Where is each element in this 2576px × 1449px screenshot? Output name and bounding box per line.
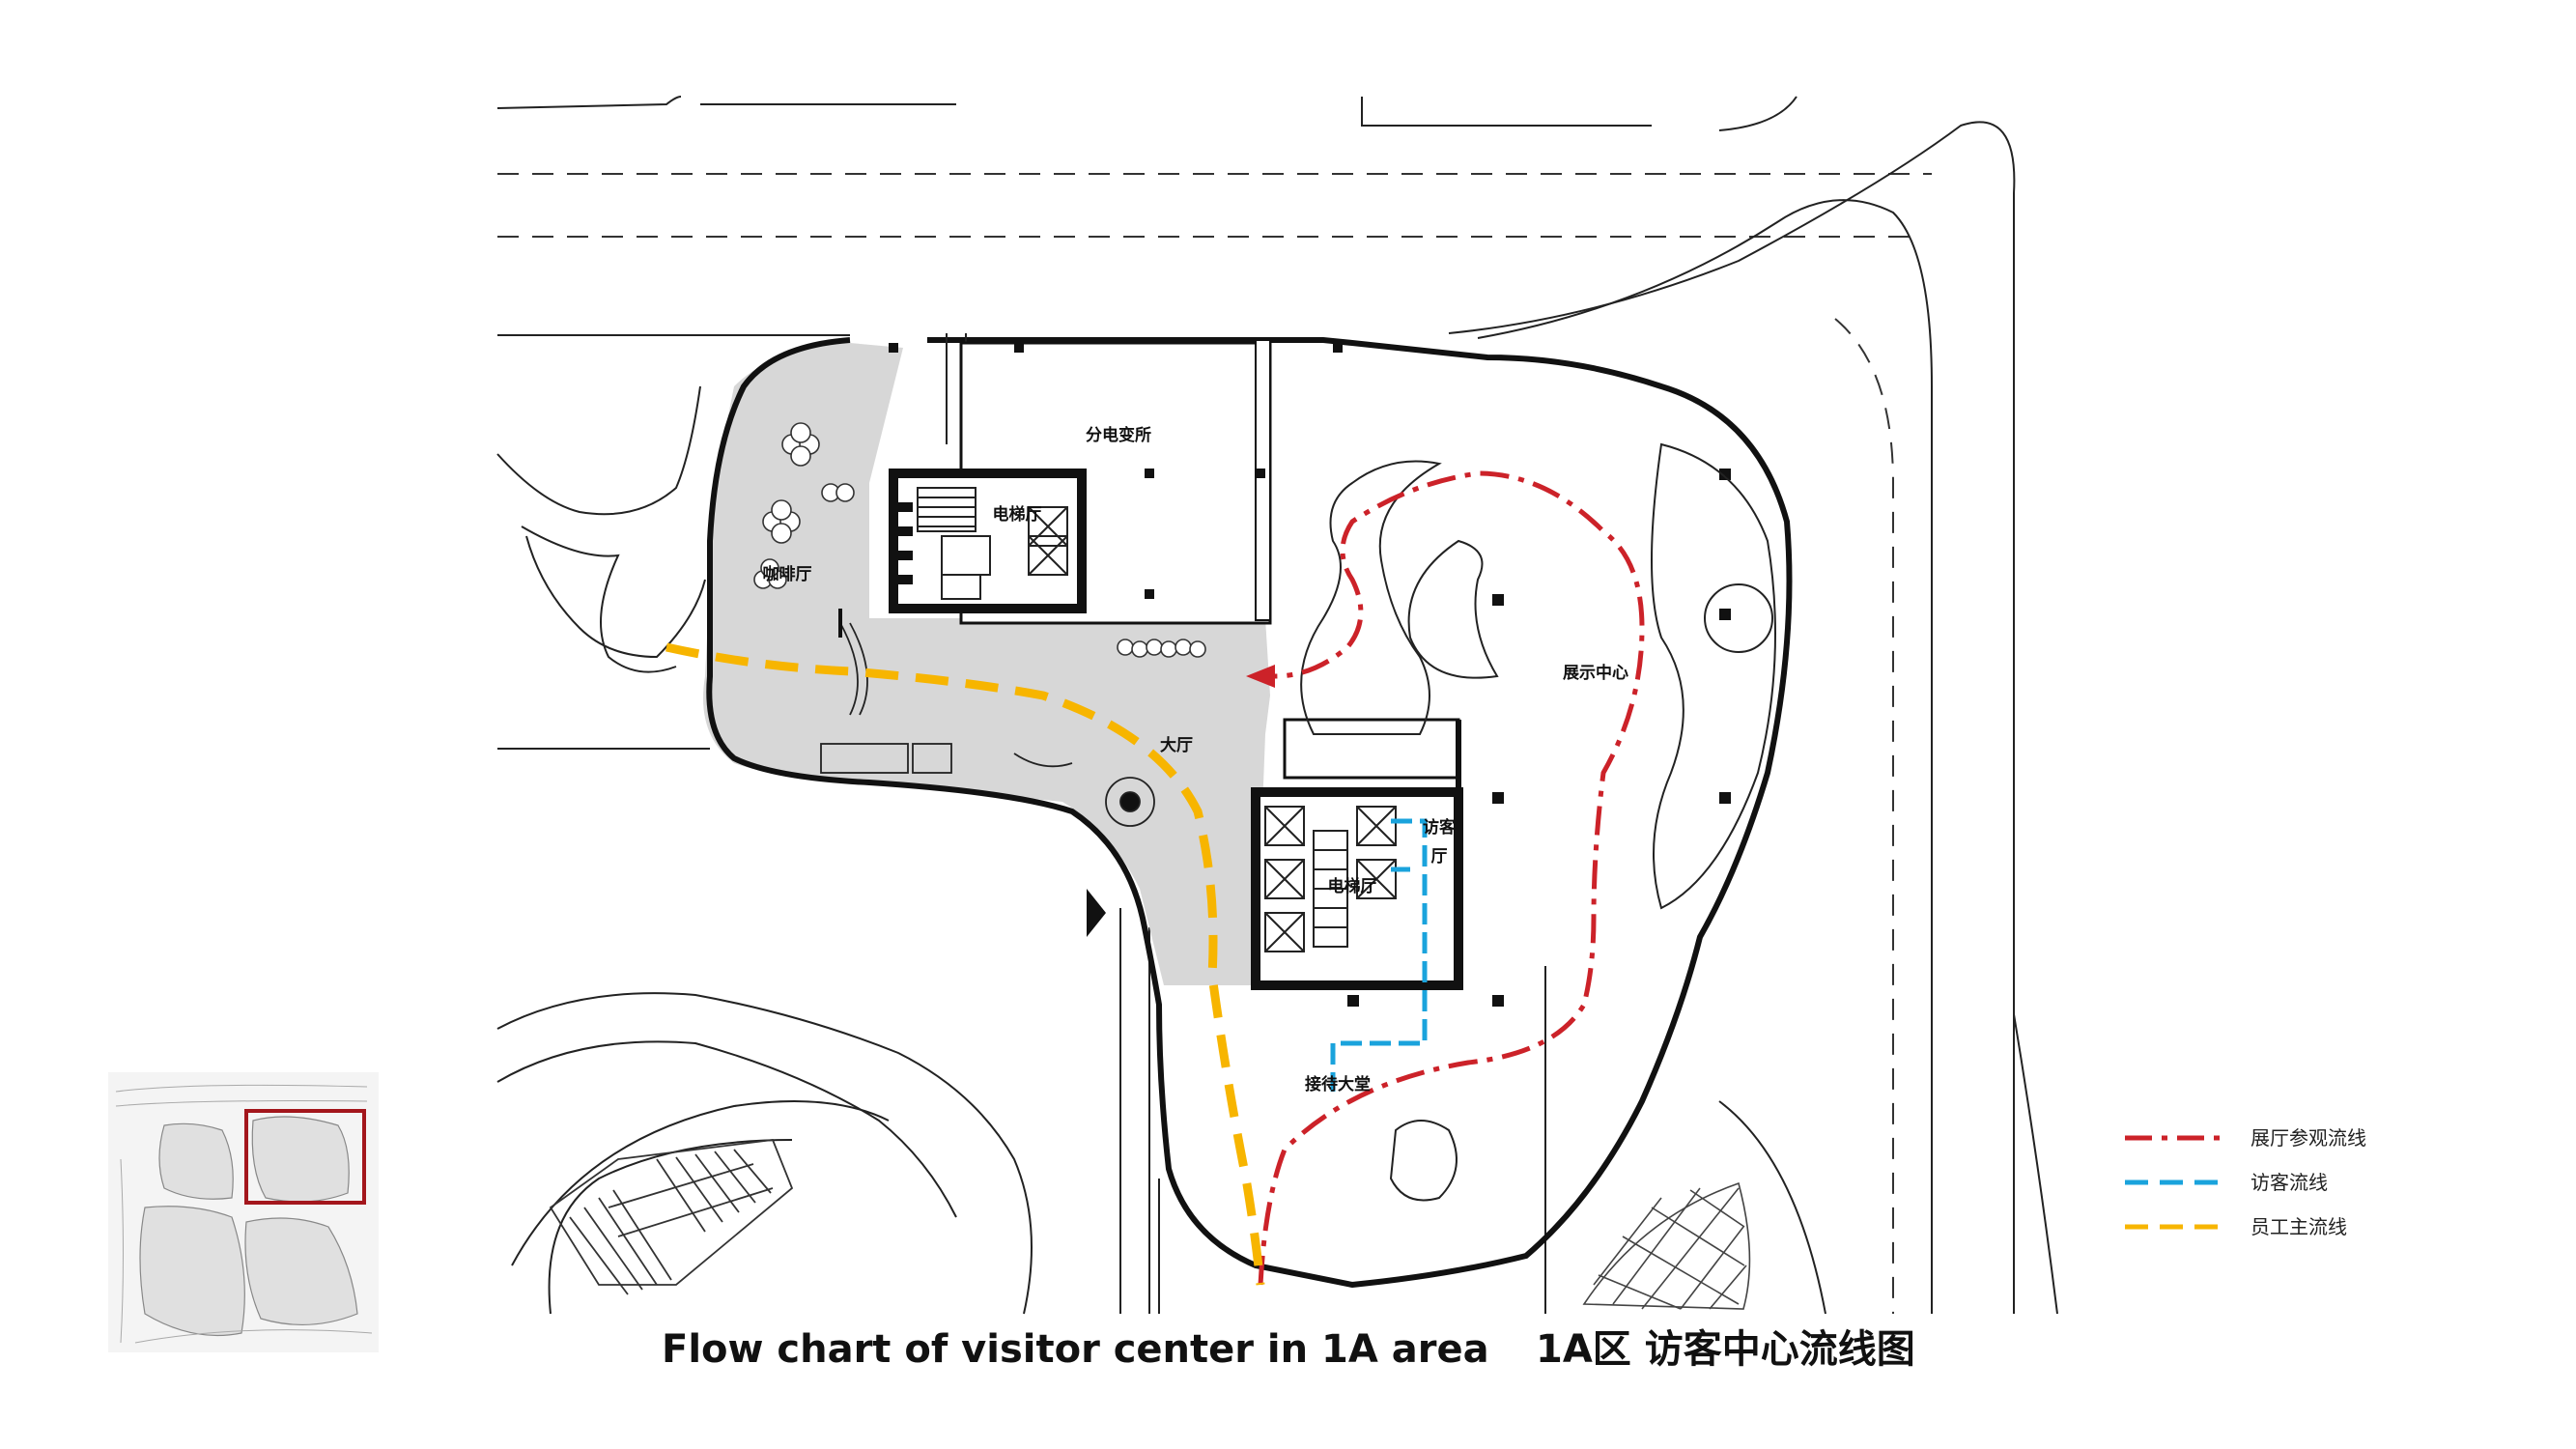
exhibition-furniture [1300, 442, 1776, 1202]
label-elevator-hall-south: 电梯厅 [1328, 876, 1377, 896]
legend: 展厅参观流线 访客流线 员工主流线 [2125, 1126, 2366, 1238]
public-area-fill [703, 343, 1270, 985]
visitor-route [1330, 818, 1428, 1092]
staff-route [665, 642, 1265, 1286]
label-lobby: 大厅 [1160, 735, 1193, 755]
structural-columns [889, 343, 1731, 1007]
north-core [889, 469, 1087, 613]
label-elevator-hall-north: 电梯厅 [993, 504, 1042, 525]
cafe-furniture [753, 422, 1206, 658]
label-visitor-hall-1: 访客 [1423, 817, 1457, 838]
legend-label-staff: 员工主流线 [2250, 1215, 2347, 1238]
site-context [496, 96, 2058, 1315]
exhibition-route-arrow [1246, 665, 1275, 688]
caption-english: Flow chart of visitor center in 1A area [662, 1327, 1489, 1372]
caption-chinese: 1A区 访客中心流线图 [1536, 1327, 1915, 1372]
lobby-furniture [820, 609, 1155, 827]
legend-label-exhibition: 展厅参观流线 [2250, 1126, 2366, 1150]
key-plan [108, 1072, 379, 1352]
exhibition-route [1258, 470, 1645, 1286]
room-labels: 分电变所 电梯厅 咖啡厅 大厅 展示中心 访客 厅 电梯厅 接待大堂 [763, 425, 1629, 1094]
label-exhibition-center: 展示中心 [1563, 663, 1628, 683]
label-substation: 分电变所 [1086, 425, 1151, 445]
entrance-triangle-icon [1087, 889, 1106, 937]
legend-label-visitor: 访客流线 [2250, 1171, 2328, 1194]
south-core [1251, 718, 1463, 990]
label-reception-hall: 接待大堂 [1305, 1074, 1371, 1094]
key-plan-highlight-frame [244, 1109, 366, 1205]
label-visitor-hall-2: 厅 [1431, 847, 1448, 867]
label-cafe: 咖啡厅 [763, 564, 812, 584]
